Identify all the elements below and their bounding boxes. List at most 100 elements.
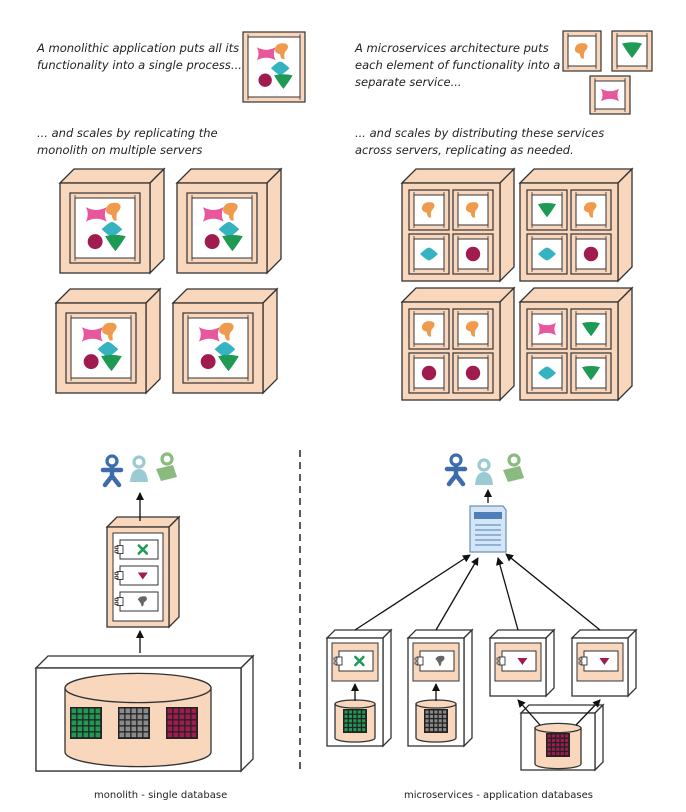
maroon-circle-icon: [258, 73, 272, 87]
teal-diamond-icon: [97, 341, 119, 357]
monolith-server: [175, 167, 283, 275]
database-grid-icon: [166, 707, 198, 739]
service-window: [570, 189, 612, 231]
microservice-app-server: [488, 628, 556, 698]
component-box: [414, 650, 455, 672]
orange-blob-icon: [465, 202, 479, 218]
component-box: [114, 539, 159, 560]
service-window: [570, 352, 612, 394]
component-box: [114, 565, 159, 586]
component-icon: [578, 656, 588, 666]
orange-blob-icon: [421, 202, 435, 218]
green-triangle-icon: [105, 234, 126, 252]
arrow-service-to-doc: [354, 554, 471, 631]
service-green: [611, 30, 653, 72]
pink-bowtie-icon: [85, 207, 107, 222]
component-icon: [114, 545, 124, 554]
green-triangle-icon: [218, 354, 239, 372]
monolith-app-server: [105, 515, 181, 629]
microservice-server: [518, 286, 634, 402]
user-icon: [156, 452, 177, 481]
microservice-app-server: [325, 628, 393, 748]
component-box: [496, 650, 537, 672]
user-icon: [100, 454, 124, 488]
maroon-circle-icon: [583, 246, 599, 262]
service-window: [408, 189, 450, 231]
service-window: [452, 352, 494, 394]
monolith-users: [100, 452, 177, 488]
maroon-circle-icon: [465, 246, 481, 262]
green-triangle-icon: [222, 234, 243, 252]
orange-blob-icon: [465, 321, 479, 337]
maroon-heart-icon: [137, 572, 148, 580]
teal-diamond-icon: [101, 221, 123, 237]
caption-monolith-scale: ... and scales by replicating the monoli…: [37, 125, 218, 159]
service-pink: [589, 75, 631, 115]
caption-monolith-intro: A monolithic application puts all its fu…: [37, 40, 242, 74]
pink-bowtie-icon: [202, 207, 224, 222]
green-triangle-icon: [622, 42, 642, 58]
service-window: [452, 189, 494, 231]
caption-line: ... and scales by distributing these ser…: [355, 126, 605, 140]
microservice-users: [444, 453, 524, 487]
gray-blob-icon: [137, 596, 147, 607]
shared-database-server: [519, 703, 605, 772]
maroon-circle-icon: [87, 234, 103, 250]
service-window: [526, 352, 568, 394]
service-window: [452, 233, 494, 275]
orange-blob-icon: [274, 43, 289, 60]
component-icon: [496, 656, 506, 666]
teal-diamond-icon: [214, 341, 236, 357]
orange-blob-icon: [102, 322, 117, 341]
monolith-process: [65, 312, 137, 384]
caption-line: A microservices architecture puts: [355, 41, 549, 55]
footer-microservices-label: microservices - application databases: [404, 790, 593, 801]
service-window: [570, 233, 612, 275]
orange-blob-icon: [219, 322, 234, 341]
maroon-circle-icon: [83, 354, 99, 370]
monolith-process: [182, 312, 254, 384]
teal-diamond-icon: [270, 61, 290, 75]
green-x-icon: [354, 655, 365, 667]
database-grid-icon: [546, 733, 570, 757]
pink-bowtie-icon: [198, 327, 220, 342]
user-icon: [444, 453, 468, 487]
single-database-server: [34, 654, 255, 773]
orange-blob-icon: [223, 202, 238, 221]
service-window: [408, 308, 450, 350]
green-x-icon: [137, 544, 149, 555]
arrow-service-to-doc: [496, 557, 519, 631]
pink-bowtie-icon: [538, 322, 556, 336]
user-icon: [503, 453, 524, 482]
orange-blob-icon: [574, 43, 588, 59]
green-triangle-icon: [582, 366, 600, 381]
service-window: [408, 352, 450, 394]
database-grid-icon: [118, 707, 150, 739]
maroon-circle-icon: [204, 234, 220, 250]
microservice-server: [400, 286, 516, 402]
gray-blob-icon: [435, 655, 445, 666]
service-window: [526, 233, 568, 275]
pink-bowtie-icon: [601, 88, 619, 102]
caption-line: each element of functionality into a: [355, 58, 561, 72]
orange-blob-icon: [106, 202, 121, 221]
component-box: [114, 591, 159, 612]
caption-micro-scale: ... and scales by distributing these ser…: [355, 125, 604, 159]
pink-bowtie-icon: [256, 47, 276, 61]
green-triangle-icon: [101, 354, 122, 372]
document-icon: [469, 505, 507, 553]
orange-blob-icon: [421, 321, 435, 337]
service-window: [526, 308, 568, 350]
microservice-app-server: [570, 628, 638, 698]
teal-diamond-icon: [420, 247, 438, 261]
footer-monolith-label: monolith - single database: [94, 790, 228, 801]
maroon-circle-icon: [465, 365, 481, 381]
maroon-heart-icon: [517, 658, 528, 665]
component-icon: [114, 597, 124, 606]
teal-diamond-icon: [538, 247, 556, 261]
microservice-app-server: [406, 628, 474, 748]
caption-line: across servers, replicating as needed.: [355, 143, 574, 157]
arrow-service-to-doc: [435, 557, 479, 631]
service-window: [570, 308, 612, 350]
